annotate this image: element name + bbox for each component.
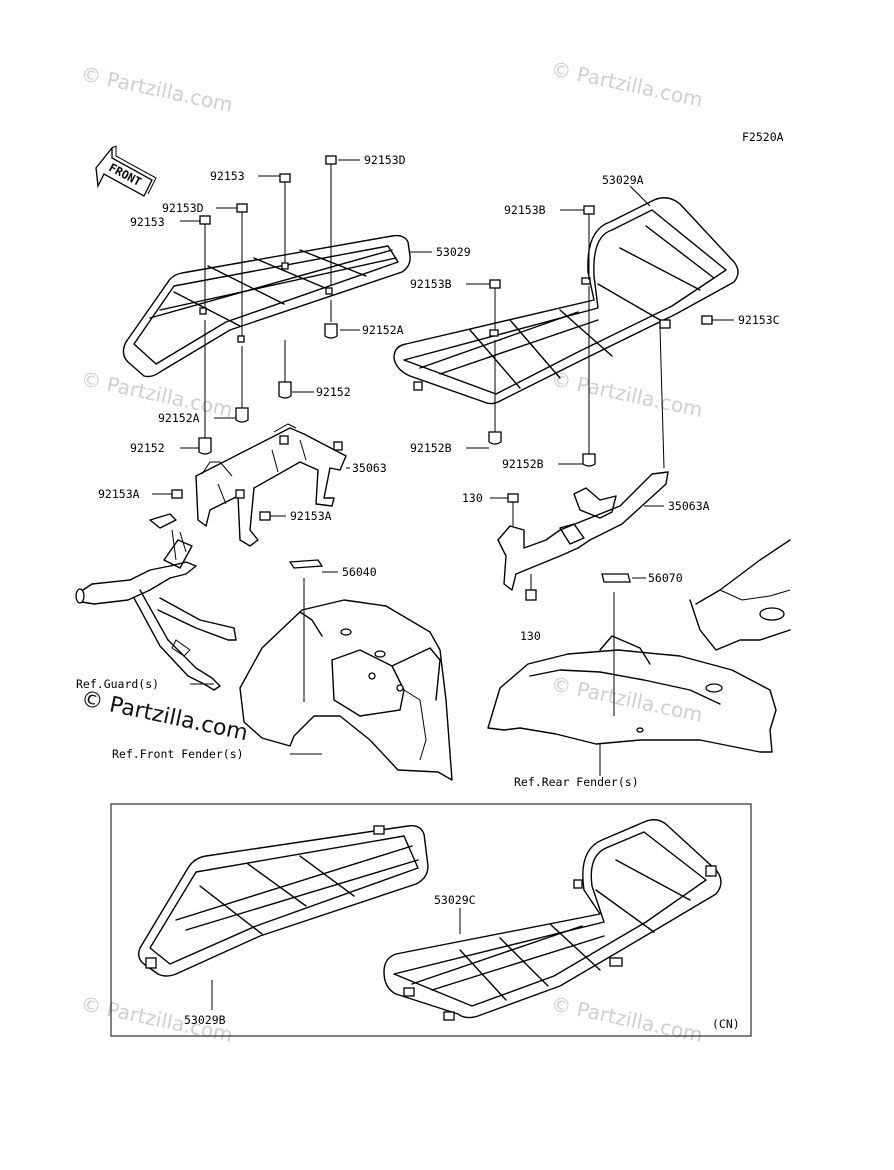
callout-56070: 56070 [648,571,683,585]
cn-variant-frame [110,803,752,1037]
label-56070-icon [601,573,631,583]
bolt-icon [325,155,337,184]
callout-92152: 92152 [130,441,165,455]
callout-92153A: 92153A [290,509,332,523]
callout-92153B: 92153B [410,277,452,291]
callout-92152B: 92152B [410,441,452,455]
front-bracket-35063 [171,423,347,547]
watermark: © Partzilla.com [549,56,705,112]
callout-53029A: 53029A [602,173,644,187]
variant-cn: (CN) [712,1017,740,1031]
bolt-icon [489,279,501,306]
watermark-foreground: © Partzilla.com [79,686,250,746]
callout-92153B: 92153B [504,203,546,217]
callout-92153D: 92153D [364,153,406,167]
bolt-icon [279,173,291,206]
ref-rear-fender: Ref.Rear Fender(s) [514,775,639,789]
callout-92153: 92153 [210,169,245,183]
callout-130: 130 [462,491,483,505]
callout-92153D: 92153D [162,201,204,215]
watermark: © Partzilla.com [549,671,705,727]
watermark: © Partzilla.com [79,61,235,117]
rear-fender-ref [487,539,791,770]
callout-130: 130 [520,629,541,643]
bolt-icon [171,489,183,499]
front-bolts [198,155,338,455]
callout-53029B: 53029B [184,1013,226,1027]
ref-front-fender: Ref.Front Fender(s) [112,747,244,761]
ref-guard: Ref.Guard(s) [76,677,159,691]
rear-carrier-53029A [393,197,739,405]
bolt-icon [701,315,713,325]
leader-lines [152,159,734,1010]
bolt-icon [583,205,595,232]
label-56040-icon [288,559,324,569]
callout-92152A: 92152A [158,411,200,425]
front-guard-ref [75,513,237,691]
callout-92153A: 92153A [98,487,140,501]
watermark: © Partzilla.com [549,991,705,1047]
nut-icon [525,589,537,601]
callout-92153C: 92153C [738,313,780,327]
callout-92152A: 92152A [362,323,404,337]
bolt-icon [236,203,248,232]
bolt-icon [199,215,211,246]
carrier-53029B [137,824,429,977]
front-arrow-icon: FRONT [95,145,157,197]
watermark: © Partzilla.com [549,366,705,422]
callout-92152: 92152 [316,385,351,399]
callout-92153: 92153 [130,215,165,229]
figure-code: F2520A [742,130,784,144]
bolt-icon [259,511,271,521]
callout-35063A: 35063A [668,499,710,513]
callout-53029: 53029 [436,245,471,259]
rear-bracket-35063A [497,471,669,601]
bolt-icon [507,493,519,503]
callout-56040: 56040 [342,565,377,579]
callout-labels: 92153 92153D 92153D 92153 53029 92152A 9… [76,153,780,1031]
rear-bolts [488,205,713,469]
carrier-53029C [383,819,722,1021]
callout-53029C: 53029C [434,893,476,907]
callout-35063: 35063 [352,461,387,475]
front-fender-ref [239,599,453,781]
front-carrier-53029 [122,234,411,378]
callout-92152B: 92152B [502,457,544,471]
